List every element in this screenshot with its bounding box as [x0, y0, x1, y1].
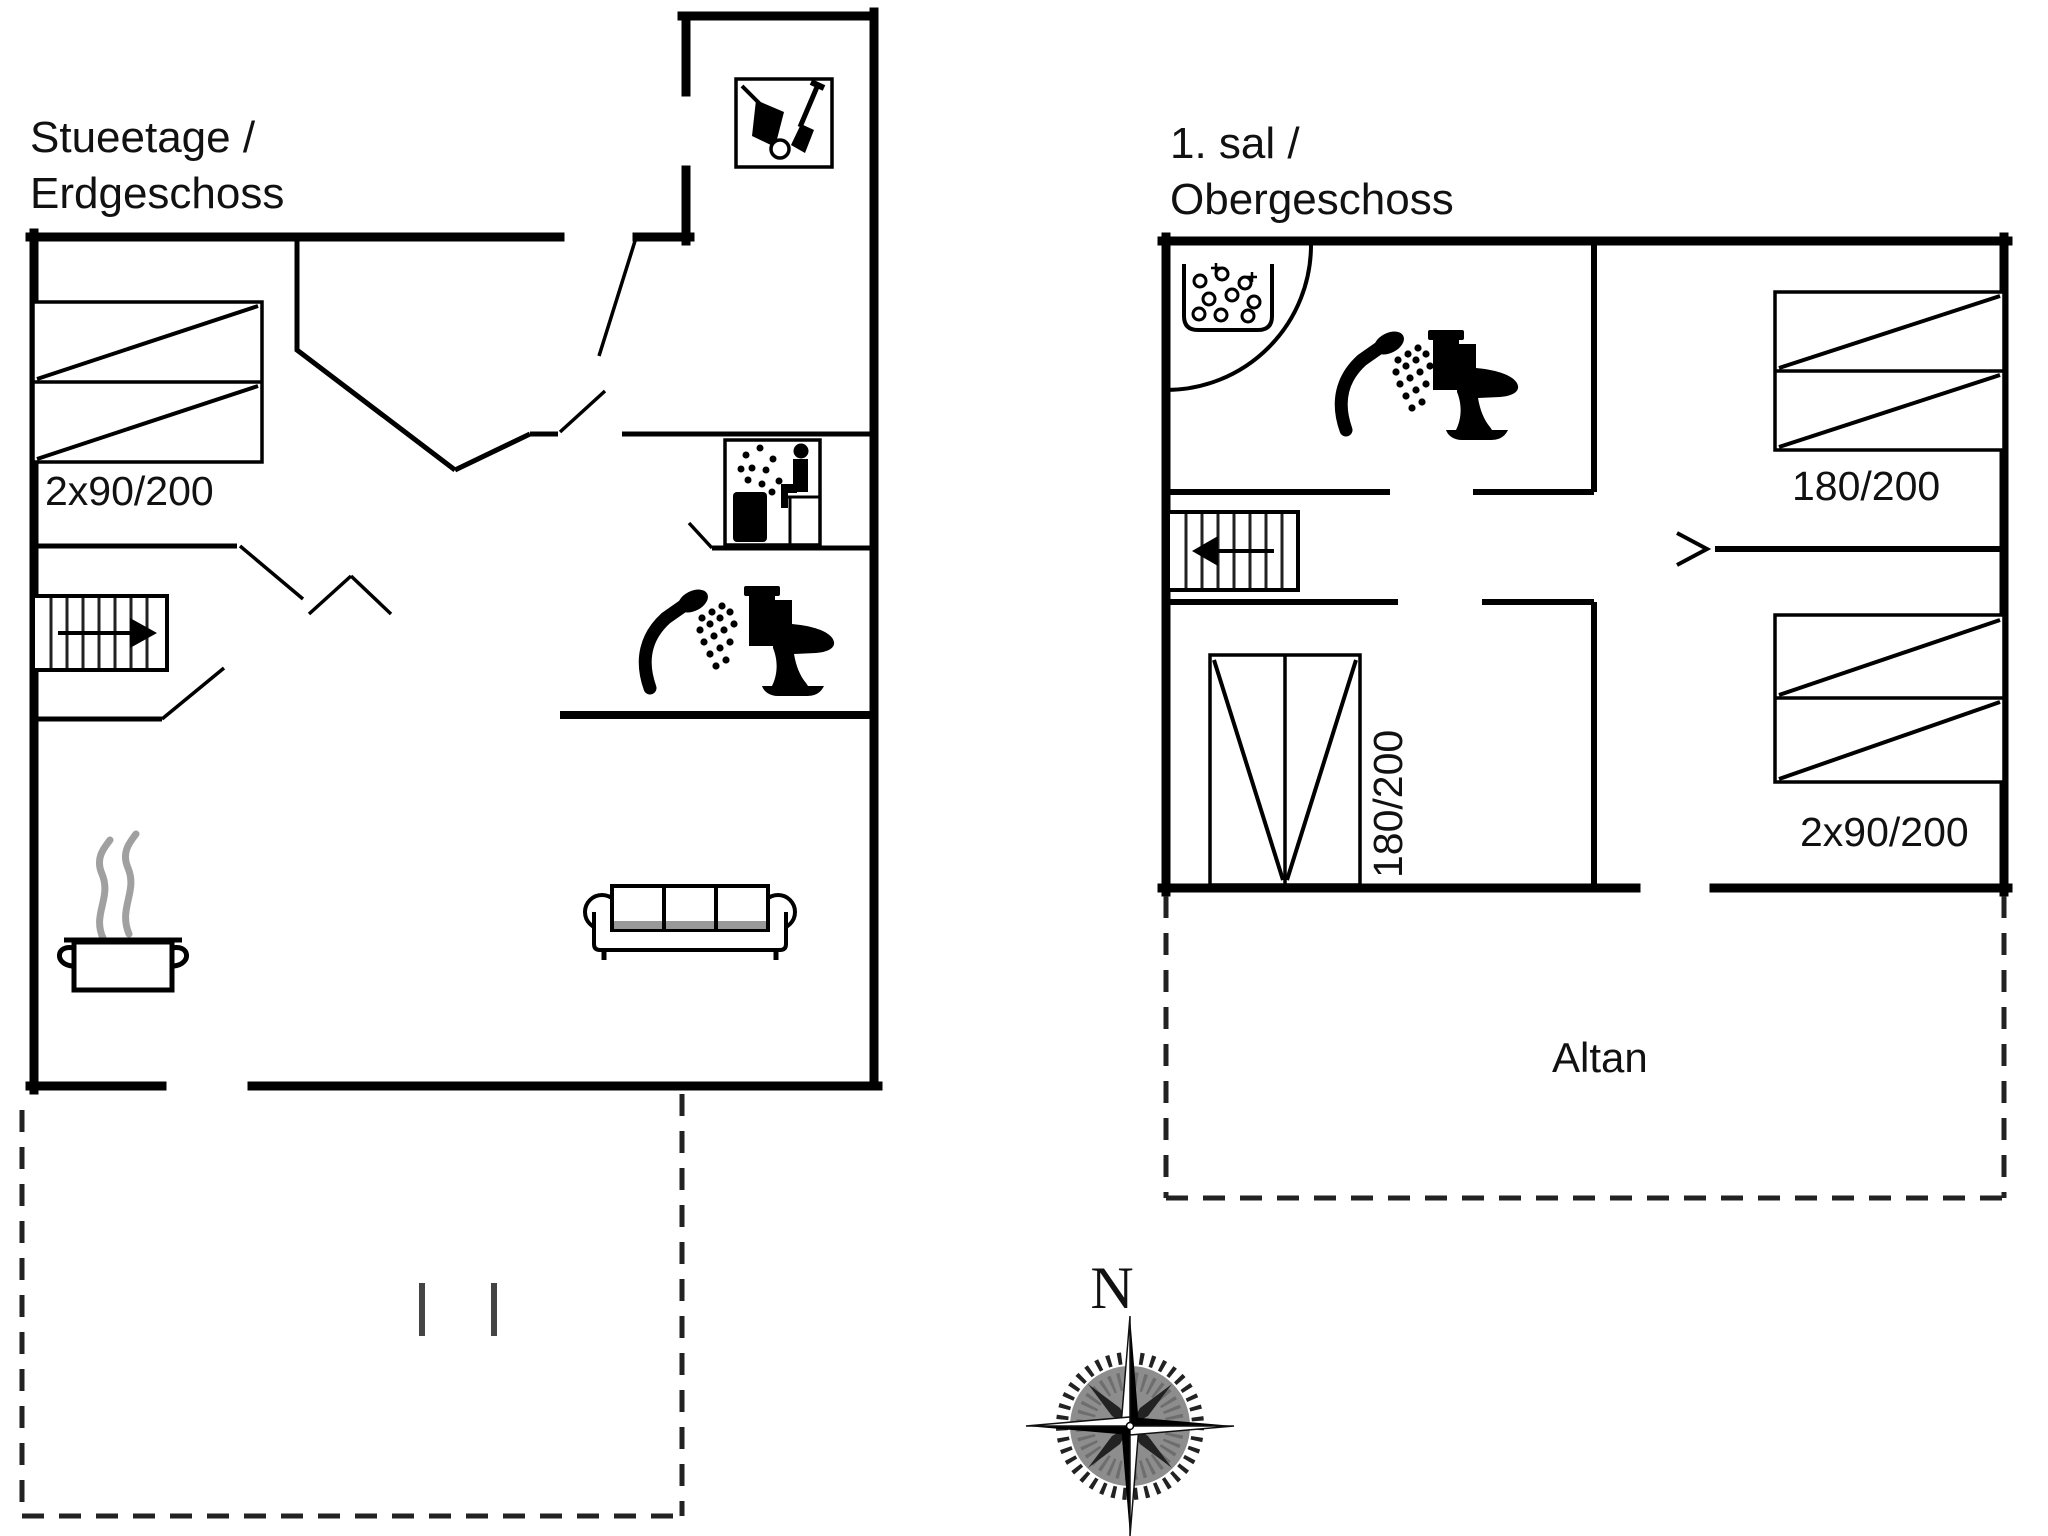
whirlpool-icon — [1182, 263, 1274, 332]
ground-floor-title-line2: Erdgeschoss — [30, 169, 284, 218]
upper-floor-walls — [1157, 232, 2013, 897]
bed-size-label-upper-topright: 180/200 — [1792, 463, 1940, 509]
door-chevron — [1676, 531, 1712, 567]
double-bed-upper-left — [1208, 653, 1362, 887]
double-bed-ground — [31, 300, 264, 464]
sauna-icon — [723, 438, 822, 547]
north-label: N — [1090, 1255, 1133, 1321]
double-bed-upper-topright — [1773, 290, 2006, 452]
toilet-icon-upper — [1428, 330, 1519, 440]
compass-rose-icon: N — [1025, 1255, 1235, 1536]
ground-floor-plan: 2x90/200 — [19, 7, 883, 1519]
bed-size-label-upper-bottomright: 2x90/200 — [1800, 809, 1969, 855]
bathroom-door-arc — [1165, 244, 1313, 392]
shower-icon-upper — [1341, 327, 1433, 430]
upper-floor-plan: 180/200 180/200 2x90/200 Altan — [1157, 232, 2013, 1201]
bed-size-label-upper-left: 180/200 — [1365, 730, 1411, 878]
stairs-icon-upper — [1170, 510, 1300, 592]
upper-floor-interior-walls — [1166, 241, 2004, 888]
door-swing-lines — [160, 240, 714, 721]
cooking-pot-icon — [57, 830, 189, 993]
ground-floor-interior-walls — [30, 237, 874, 722]
shower-icon-ground — [645, 585, 737, 688]
stairs-icon-ground — [35, 594, 169, 672]
double-bed-upper-bottomright — [1773, 613, 2006, 784]
balcony-label: Altan — [1552, 1034, 1648, 1081]
upper-floor-title-line2: Obergeschoss — [1170, 175, 1454, 224]
upper-floor-title-line1: 1. sal / — [1170, 119, 1300, 168]
bed-size-label-ground: 2x90/200 — [45, 468, 214, 514]
terrace-marks — [419, 1283, 497, 1336]
toilet-icon-ground — [744, 586, 835, 696]
terrace-outline — [19, 1094, 685, 1519]
ground-floor-title-line1: Stueetage / — [30, 113, 256, 162]
sofa-icon — [583, 884, 797, 960]
wheelbarrow-spade-icon — [734, 77, 834, 169]
balcony-outline — [1163, 896, 2007, 1201]
